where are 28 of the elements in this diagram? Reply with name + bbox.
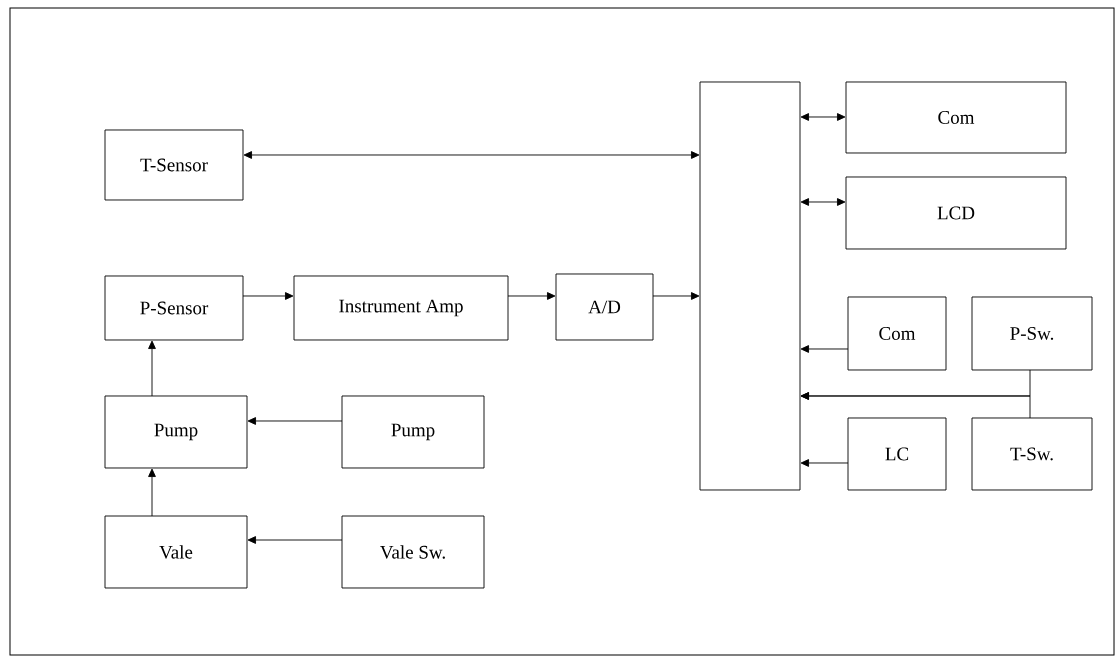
arrow (800, 113, 846, 121)
arrow (507, 292, 556, 300)
arrow (148, 340, 156, 397)
block-box: LC (847, 417, 947, 491)
block-box: Vale Sw. (341, 515, 485, 589)
block-box: LCD (845, 176, 1067, 250)
block-box: Pump (104, 395, 248, 469)
arrow (247, 536, 343, 544)
arrow (800, 392, 1031, 419)
block-box: P-Sensor (104, 275, 244, 341)
block-box: Com (845, 81, 1067, 154)
arrow (652, 292, 700, 300)
arrow (242, 292, 294, 300)
block-box: Com (847, 296, 947, 371)
block-box: Pump (341, 395, 485, 469)
block-box: P-Sw. (971, 296, 1093, 371)
arrow (800, 459, 849, 467)
arrow (148, 468, 156, 517)
block-box: Instrument Amp (293, 275, 509, 341)
arrow (243, 151, 700, 159)
block-box: T-Sensor (104, 129, 244, 201)
block-box: A/D (555, 273, 654, 341)
arrow (800, 198, 846, 206)
arrow (247, 417, 343, 425)
arrow (800, 345, 849, 353)
processor-box (699, 81, 801, 491)
block-box: T-Sw. (971, 417, 1093, 491)
block-box: Vale (104, 515, 248, 589)
